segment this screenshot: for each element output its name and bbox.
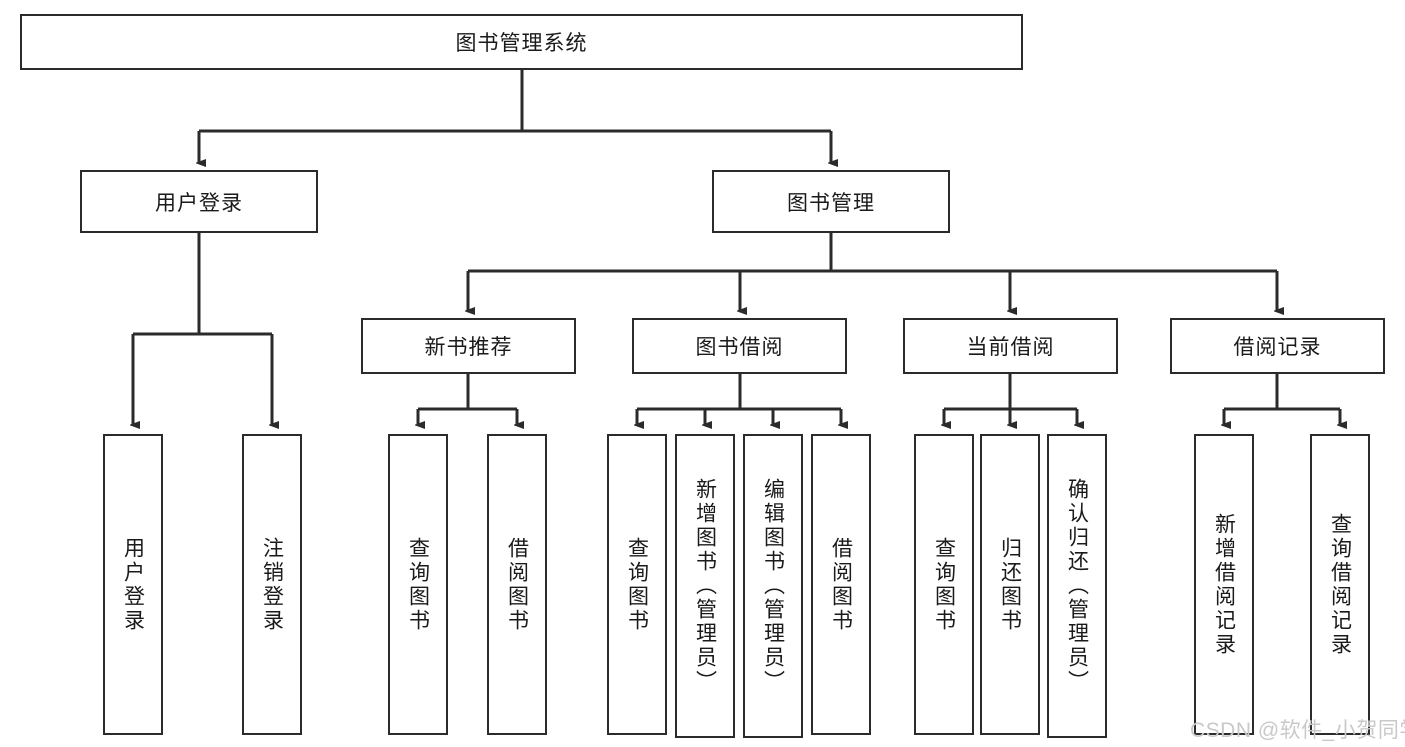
leaf-query-book-newbook[interactable]: 查询图书: [388, 434, 448, 735]
leaf-add-borrow-record[interactable]: 新增借阅记录: [1194, 434, 1254, 735]
node-label: 归还图书: [998, 536, 1022, 633]
node-label: 用户登录: [121, 536, 145, 633]
leaf-query-borrow-record[interactable]: 查询借阅记录: [1310, 434, 1370, 735]
leaf-borrow-book-newbook[interactable]: 借阅图书: [487, 434, 547, 735]
leaf-add-book-admin[interactable]: 新增图书（管理员）: [675, 434, 735, 738]
leaf-query-book-current[interactable]: 查询图书: [914, 434, 974, 735]
node-label: 新书推荐: [424, 336, 513, 359]
node-book-management[interactable]: 图书管理: [712, 170, 950, 233]
node-label: 借阅记录: [1233, 336, 1322, 359]
node-label: 当前借阅: [966, 336, 1055, 359]
node-label: 查询图书: [406, 536, 430, 633]
node-user-login[interactable]: 用户登录: [80, 170, 318, 233]
leaf-confirm-return-admin[interactable]: 确认归还（管理员）: [1047, 434, 1107, 738]
leaf-return-book[interactable]: 归还图书: [980, 434, 1040, 735]
leaf-borrow-book[interactable]: 借阅图书: [811, 434, 871, 735]
csdn-watermark: CSDN @软件_小贺同学: [1190, 719, 1405, 742]
node-label: 编辑图书（管理员）: [761, 478, 785, 694]
node-label: 图书管理: [787, 191, 875, 215]
node-label: 新增借阅记录: [1212, 512, 1236, 657]
leaf-logout[interactable]: 注销登录: [242, 434, 302, 735]
node-label: 查询借阅记录: [1328, 512, 1352, 657]
node-current-borrow[interactable]: 当前借阅: [903, 318, 1118, 374]
node-label: 借阅图书: [505, 536, 529, 633]
leaf-query-book-borrow[interactable]: 查询图书: [607, 434, 667, 735]
node-label: 注销登录: [260, 536, 284, 633]
node-label: 用户登录: [155, 191, 243, 215]
node-borrow-record[interactable]: 借阅记录: [1170, 318, 1385, 374]
node-label: 新增图书（管理员）: [693, 478, 717, 694]
node-label: 确认归还（管理员）: [1065, 478, 1089, 694]
node-label: 图书管理系统: [455, 32, 588, 55]
leaf-user-login[interactable]: 用户登录: [103, 434, 163, 735]
node-label: 图书借阅: [695, 336, 784, 359]
leaf-edit-book-admin[interactable]: 编辑图书（管理员）: [743, 434, 803, 738]
node-new-book-recommend[interactable]: 新书推荐: [361, 318, 576, 374]
node-label: 查询图书: [932, 536, 956, 633]
node-book-borrow[interactable]: 图书借阅: [632, 318, 847, 374]
node-label: 查询图书: [625, 536, 649, 633]
node-label: 借阅图书: [829, 536, 853, 633]
node-root-book-management-system[interactable]: 图书管理系统: [20, 14, 1023, 70]
